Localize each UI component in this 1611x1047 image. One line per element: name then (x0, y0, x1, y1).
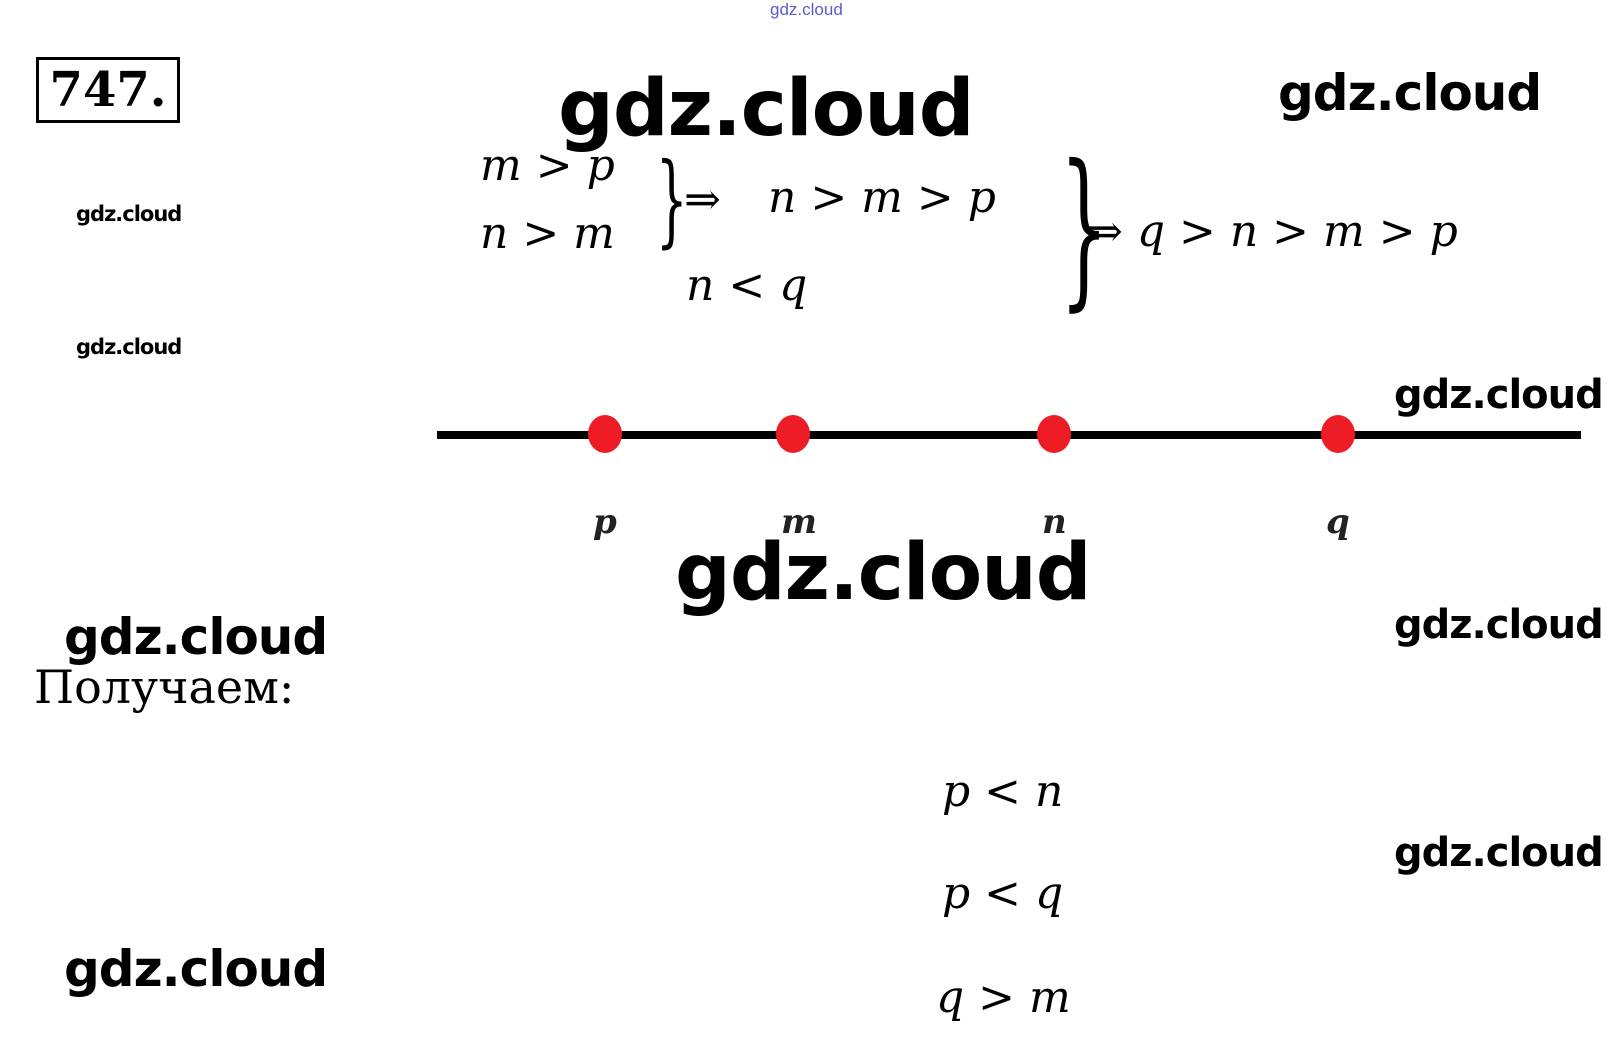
watermark: gdz.cloud (76, 202, 182, 226)
inequality-m-gt-p: m > p (480, 140, 615, 191)
watermark: gdz.cloud (64, 608, 328, 666)
point-m (776, 415, 810, 453)
final-chain: ⇒ q > n > m > p (1086, 206, 1458, 257)
conclusion-2: p < q (942, 868, 1064, 919)
inequality-n-gt-m: n > m (480, 208, 615, 259)
point-label-n: n (1042, 502, 1067, 542)
conclusion-3: q > m (936, 972, 1071, 1023)
point-label-m: m (781, 502, 817, 542)
point-q (1321, 415, 1355, 453)
watermark: gdz.cloud (76, 335, 182, 359)
watermark: gdz.cloud (64, 940, 328, 998)
point-label-q: q (1326, 502, 1350, 542)
header-watermark: gdz.cloud (770, 0, 843, 19)
problem-number: 747. (36, 57, 180, 123)
point-n (1037, 415, 1071, 453)
conclusion-1: p < n (942, 766, 1064, 817)
watermark: gdz.cloud (1394, 372, 1604, 418)
chain-n-m-p: n > m > p (768, 172, 996, 223)
watermark: gdz.cloud (1394, 830, 1604, 876)
inequality-n-lt-q: n < q (686, 260, 808, 311)
point-label-p: p (593, 502, 617, 542)
right-brace-large: } (1059, 129, 1109, 327)
watermark: gdz.cloud (1278, 64, 1542, 122)
implies-arrow: ⇒ (684, 174, 721, 225)
watermark: gdz.cloud (558, 64, 975, 154)
watermark: gdz.cloud (1394, 602, 1604, 648)
conclusion-label: Получаем: (34, 660, 295, 714)
watermark: gdz.cloud (675, 528, 1092, 618)
point-p (588, 415, 622, 453)
right-brace-small: } (655, 141, 688, 258)
